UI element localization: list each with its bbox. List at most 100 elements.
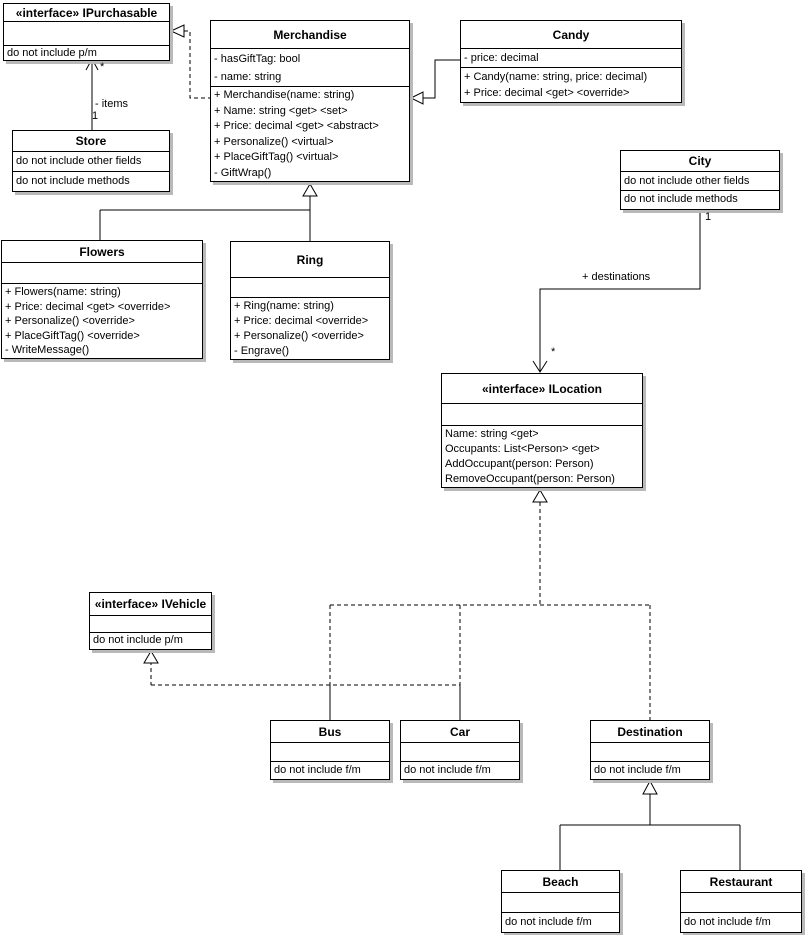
- class-title: Destination: [591, 721, 709, 743]
- member-row: + PlaceGiftTag() <virtual>: [214, 151, 339, 163]
- class-box-candy[interactable]: Candy - price: decimal + Candy(name: str…: [460, 20, 682, 103]
- member-row: do not include p/m: [93, 634, 183, 646]
- role-label-destinations: + destinations: [582, 271, 651, 283]
- fields-compartment: - price: decimal: [461, 49, 681, 68]
- member-row: do not include f/m: [505, 916, 592, 928]
- member-row: - price: decimal: [464, 52, 539, 64]
- class-box-destination[interactable]: Destination do not include f/m: [590, 720, 710, 780]
- member-row: + Merchandise(name: string): [214, 89, 355, 101]
- class-box-ilocation[interactable]: «interface» ILocation Name: string <get>…: [441, 373, 643, 488]
- fields-compartment: [231, 278, 389, 298]
- class-box-flowers[interactable]: Flowers + Flowers(name: string) + Price: …: [1, 240, 203, 359]
- methods-compartment: Name: string <get> Occupants: List<Person…: [442, 426, 642, 487]
- class-box-ipurchasable[interactable]: «interface» IPurchasable do not include …: [3, 3, 170, 61]
- class-box-merchandise[interactable]: Merchandise - hasGiftTag: bool - name: st…: [210, 20, 410, 182]
- class-title: Merchandise: [211, 21, 409, 49]
- methods-compartment: do not include f/m: [681, 913, 801, 932]
- member-row: - name: string: [214, 71, 282, 83]
- edge-beach-restaurant-destination-generalization[interactable]: [559, 779, 741, 870]
- member-row: do not include methods: [624, 193, 738, 205]
- class-box-restaurant[interactable]: Restaurant do not include f/m: [680, 870, 802, 933]
- member-row: Occupants: List<Person> <get>: [445, 443, 600, 455]
- member-row: + Personalize() <virtual>: [214, 135, 334, 148]
- hollow-triangle-up-icon: [532, 489, 548, 503]
- class-box-store[interactable]: Store do not include other fields do not…: [12, 130, 170, 192]
- class-box-ivehicle[interactable]: «interface» IVehicle do not include p/m: [89, 592, 212, 650]
- edge-merchandise-ipurchasable-realization[interactable]: [169, 24, 210, 99]
- edge-candy-merchandise-generalization[interactable]: [409, 59, 460, 105]
- fields-compartment: [271, 743, 389, 762]
- class-title: «interface» ILocation: [442, 374, 642, 404]
- fields-compartment: [401, 743, 519, 762]
- edge-bus-car-ivehicle-realization[interactable]: [143, 650, 460, 686]
- class-title: Flowers: [2, 241, 202, 263]
- class-title: Restaurant: [681, 871, 801, 893]
- methods-compartment: do not include p/m: [4, 46, 169, 60]
- member-row: + Flowers(name: string): [5, 286, 121, 298]
- member-row: - hasGiftTag: bool: [214, 53, 301, 65]
- member-row: + Candy(name: string, price: decimal): [464, 71, 648, 83]
- member-row: + Price: decimal <get> <abstract>: [214, 120, 379, 132]
- member-row: + Personalize() <override>: [5, 315, 135, 327]
- class-title: «interface» IPurchasable: [4, 4, 169, 22]
- member-row: - GiftWrap(): [214, 166, 272, 179]
- methods-compartment: + Ring(name: string)+ Price: decimal <ov…: [231, 298, 389, 359]
- class-title: Bus: [271, 721, 389, 743]
- member-row: do not include f/m: [684, 916, 771, 928]
- methods-compartment: + Candy(name: string, price: decimal) + P…: [461, 68, 681, 102]
- fields-compartment: do not include other fields: [13, 152, 169, 172]
- methods-compartment: do not include f/m: [591, 762, 709, 779]
- member-row: + Name: string <get> <set>: [214, 104, 348, 117]
- member-row: do not include f/m: [274, 764, 361, 776]
- class-box-beach[interactable]: Beach do not include f/m: [501, 870, 620, 933]
- hollow-triangle-up-icon: [302, 183, 318, 197]
- fields-compartment: [502, 893, 619, 913]
- methods-compartment: do not include p/m: [90, 633, 211, 649]
- fields-compartment: [681, 893, 801, 913]
- class-title: City: [621, 151, 779, 172]
- class-title: «interface» IVehicle: [90, 593, 211, 616]
- member-row: do not include methods: [16, 175, 130, 187]
- hollow-triangle-left-icon: [169, 24, 185, 38]
- member-row: do not include f/m: [594, 764, 681, 776]
- role-label-items: - items: [95, 98, 128, 110]
- member-row: + Price: decimal <get> <override>: [5, 300, 171, 313]
- fields-compartment: [4, 22, 169, 46]
- fields-compartment: [442, 404, 642, 426]
- fields-compartment: [2, 263, 202, 284]
- methods-compartment: do not include methods: [13, 172, 169, 191]
- member-row: + Personalize() <override>: [234, 330, 364, 342]
- member-row: do not include other fields: [16, 155, 142, 167]
- class-box-city[interactable]: City do not include other fields do not …: [620, 150, 780, 210]
- class-title: Ring: [231, 242, 389, 278]
- hollow-triangle-left-icon: [409, 91, 424, 105]
- multiplicity-label-store-source: 1: [92, 110, 99, 122]
- multiplicity-label-city-source: 1: [705, 211, 712, 223]
- fields-compartment: [591, 743, 709, 762]
- class-title: Beach: [502, 871, 619, 893]
- member-row: - WriteMessage(): [5, 344, 90, 356]
- member-row: Name: string <get>: [445, 428, 539, 440]
- class-box-bus[interactable]: Bus do not include f/m: [270, 720, 390, 780]
- methods-compartment: + Flowers(name: string) + Price: decimal …: [2, 284, 202, 358]
- fields-compartment: do not include other fields: [621, 172, 779, 191]
- member-row: RemoveOccupant(person: Person): [445, 473, 615, 485]
- class-box-ring[interactable]: Ring + Ring(name: string)+ Price: decima…: [230, 241, 390, 360]
- multiplicity-label-store-target: *: [100, 61, 105, 73]
- edge-flowers-ring-merchandise-generalization[interactable]: [99, 183, 318, 241]
- methods-compartment: + Merchandise(name: string) + Name: strin…: [211, 87, 409, 181]
- fields-compartment: - hasGiftTag: bool - name: string: [211, 49, 409, 87]
- member-row: + Price: decimal <get> <override>: [464, 87, 630, 99]
- member-row: do not include p/m: [7, 47, 97, 59]
- methods-compartment: do not include methods: [621, 191, 779, 209]
- member-row: + PlaceGiftTag() <override>: [5, 329, 140, 342]
- class-title: Candy: [461, 21, 681, 49]
- member-row: + Price: decimal <override>: [234, 315, 369, 327]
- edge-city-ilocation-association[interactable]: [532, 210, 701, 373]
- methods-compartment: do not include f/m: [502, 913, 619, 932]
- class-title: Store: [13, 131, 169, 152]
- class-box-car[interactable]: Car do not include f/m: [400, 720, 520, 780]
- edge-bus-car-destination-ilocation-realization[interactable]: [329, 489, 651, 720]
